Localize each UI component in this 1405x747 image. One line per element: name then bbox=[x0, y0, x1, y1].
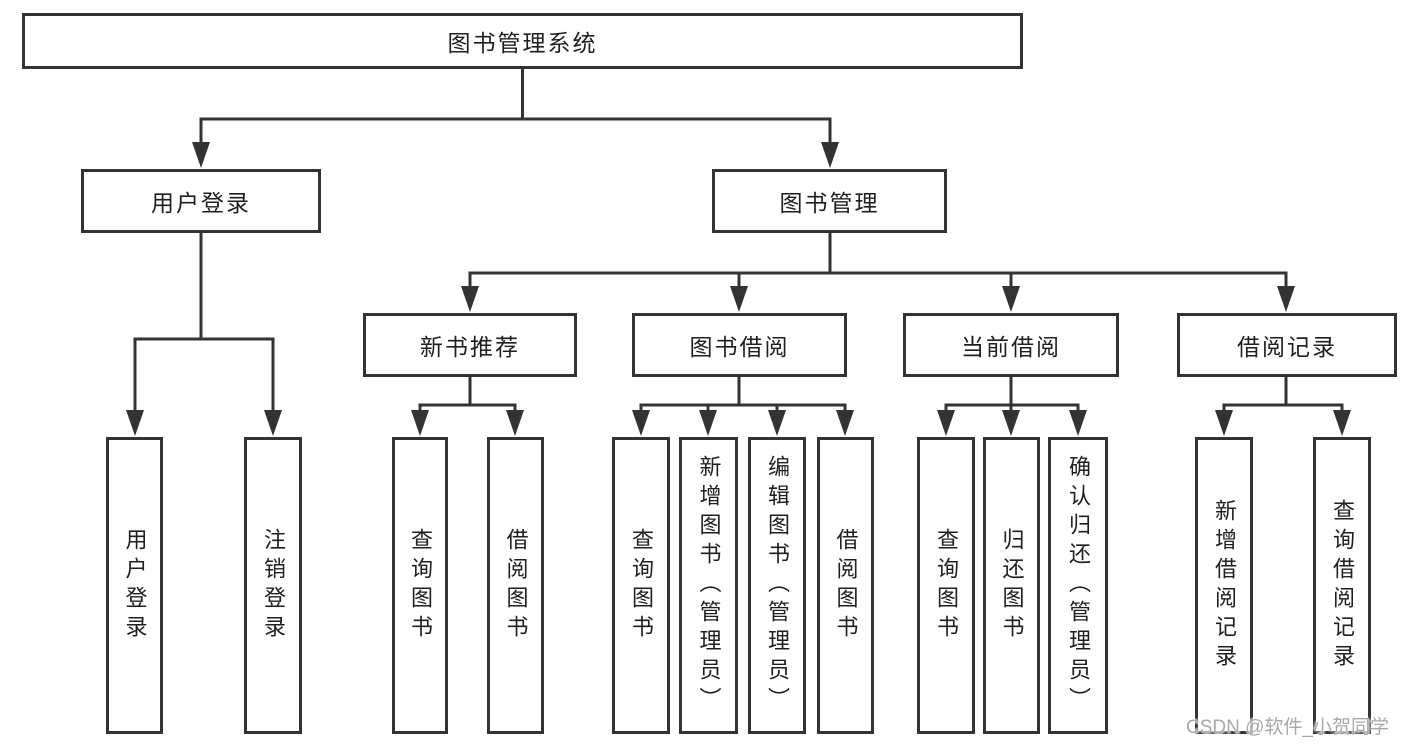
arrowhead bbox=[821, 142, 839, 168]
arrowhead bbox=[836, 410, 854, 436]
csdn-watermark: CSDN @软件_小贺同学 bbox=[1186, 717, 1389, 738]
leaf-borrow-books: 借阅图书 bbox=[817, 437, 874, 734]
arrowhead bbox=[192, 142, 210, 168]
connector-borrow-records-branch bbox=[1222, 377, 1344, 411]
connector-current-borrow-branch bbox=[944, 377, 1080, 411]
node-root-system-label: 图书管理系统 bbox=[447, 30, 598, 56]
leaf-query-books-recommend: 查询图书 bbox=[392, 437, 448, 734]
node-new-book-recommendation-label: 新书推荐 bbox=[420, 334, 520, 360]
node-current-borrowing-label: 当前借阅 bbox=[961, 334, 1061, 360]
arrowhead bbox=[1333, 410, 1351, 436]
leaf-query-borrow-record: 查询借阅记录 bbox=[1313, 437, 1371, 734]
node-borrowing-records-label: 借阅记录 bbox=[1237, 334, 1337, 360]
leaf-add-book-admin: 新增图书（管理员） bbox=[679, 437, 738, 734]
connector-book-borrow-branch bbox=[639, 377, 847, 411]
leaf-edit-book-admin-label: 编辑图书（管理员） bbox=[765, 455, 790, 716]
leaf-edit-book-admin: 编辑图书（管理员） bbox=[748, 437, 806, 734]
arrowhead bbox=[411, 410, 429, 436]
leaf-user-login-label: 用户登录 bbox=[122, 527, 148, 644]
arrowhead bbox=[1277, 286, 1295, 312]
leaf-query-books-borrow-label: 查询图书 bbox=[629, 527, 654, 644]
leaf-query-books-current-label: 查询图书 bbox=[934, 527, 959, 644]
arrowhead bbox=[1215, 410, 1233, 436]
connector-root-branch bbox=[199, 69, 832, 145]
leaf-confirm-return-admin: 确认归还（管理员） bbox=[1048, 437, 1108, 734]
node-new-book-recommendation: 新书推荐 bbox=[363, 313, 577, 377]
arrowhead bbox=[1002, 410, 1020, 436]
leaf-logout: 注销登录 bbox=[244, 437, 302, 734]
node-root-system: 图书管理系统 bbox=[22, 13, 1023, 69]
arrowhead bbox=[768, 410, 786, 436]
connector-management-branch bbox=[468, 233, 1288, 289]
arrowhead bbox=[506, 410, 524, 436]
node-borrowing-records: 借阅记录 bbox=[1177, 313, 1397, 377]
node-book-management: 图书管理 bbox=[712, 169, 947, 233]
arrowhead bbox=[937, 410, 955, 436]
leaf-add-borrow-record-label: 新增借阅记录 bbox=[1212, 498, 1237, 673]
node-user-login-label: 用户登录 bbox=[151, 190, 251, 216]
leaf-borrow-books-label: 借阅图书 bbox=[833, 527, 859, 644]
leaf-query-borrow-record-label: 查询借阅记录 bbox=[1330, 498, 1355, 673]
arrowhead bbox=[699, 410, 717, 436]
connector-user-login-branch bbox=[133, 233, 275, 411]
arrowhead bbox=[126, 410, 144, 436]
node-book-borrowing: 图书借阅 bbox=[632, 313, 847, 377]
leaf-add-book-admin-label: 新增图书（管理员） bbox=[696, 455, 722, 716]
connector-new-book-branch bbox=[418, 377, 517, 411]
leaf-user-login: 用户登录 bbox=[106, 437, 163, 734]
node-book-borrowing-label: 图书借阅 bbox=[689, 334, 790, 360]
arrowhead bbox=[730, 286, 748, 312]
leaf-borrow-books-recommend-label: 借阅图书 bbox=[503, 527, 529, 644]
arrowhead bbox=[632, 410, 650, 436]
arrowhead bbox=[1002, 286, 1020, 312]
leaf-borrow-books-recommend: 借阅图书 bbox=[487, 437, 544, 734]
leaf-query-books-recommend-label: 查询图书 bbox=[408, 527, 433, 644]
node-book-management-label: 图书管理 bbox=[779, 190, 880, 216]
leaf-logout-label: 注销登录 bbox=[261, 527, 286, 644]
arrowhead bbox=[1069, 410, 1087, 436]
leaf-return-book-label: 归还图书 bbox=[999, 527, 1025, 644]
node-user-login: 用户登录 bbox=[81, 169, 321, 233]
leaf-query-books-borrow: 查询图书 bbox=[612, 437, 670, 734]
node-current-borrowing: 当前借阅 bbox=[903, 313, 1119, 377]
leaf-query-books-current: 查询图书 bbox=[917, 437, 975, 734]
arrowhead bbox=[461, 286, 479, 312]
leaf-return-book: 归还图书 bbox=[983, 437, 1040, 734]
leaf-confirm-return-admin-label: 确认归还（管理员） bbox=[1066, 455, 1091, 716]
leaf-add-borrow-record: 新增借阅记录 bbox=[1195, 437, 1253, 734]
arrowhead bbox=[264, 410, 282, 436]
